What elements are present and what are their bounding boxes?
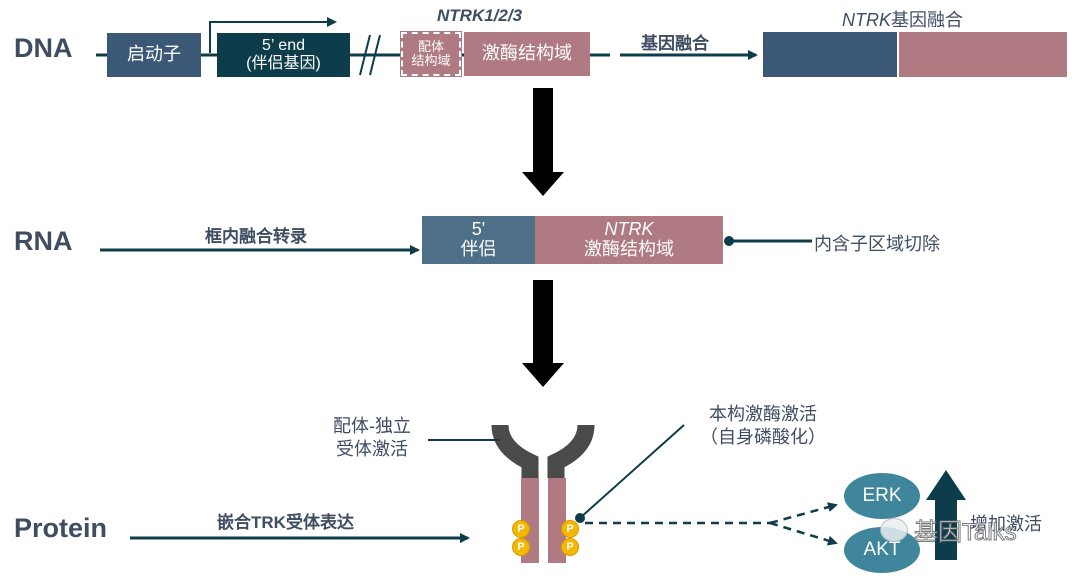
ligand-domain-box: 配体 结构域: [400, 31, 462, 77]
rna-ntrk-line2: 激酶结构域: [584, 239, 674, 259]
kinase-domain-label: 激酶结构域: [482, 43, 572, 64]
erk-node: ERK: [844, 473, 920, 519]
receptor-arm-left: [491, 424, 539, 478]
break-mark: [369, 34, 381, 76]
fusion-title-rest: 基因融合: [891, 10, 963, 30]
transcription-start-arrow: [209, 17, 337, 53]
phosphate-icon: P: [512, 520, 530, 538]
watermark-text: 基因Talks: [914, 519, 1018, 547]
phosphate-icon: P: [512, 538, 530, 556]
ligand-domain-line2: 结构域: [411, 53, 451, 68]
phosphate-icon: P: [561, 538, 579, 556]
constitutive-line1: 本构激酶激活: [709, 404, 817, 424]
rna-partner-line1: 5': [471, 219, 486, 240]
promoter-box: 启动子: [107, 33, 201, 77]
stage-label-rna: RNA: [14, 226, 73, 256]
ligand-independent-line2: 受体激活: [336, 438, 408, 459]
phosphate-icon: P: [561, 520, 579, 538]
constitutive-pointer: [579, 424, 685, 519]
fusion-title: NTRK基因融合: [842, 6, 963, 32]
rna-partner-line2: 伴侣: [460, 239, 497, 259]
transcription-label: 框内融合转录: [205, 227, 307, 246]
increase-activation-label: 增加激活: [970, 514, 1042, 534]
fusion-ntrk-block: [899, 32, 1067, 77]
partner-gene-label: (伴侣基因): [246, 55, 321, 72]
signal-to-akt: [769, 521, 838, 546]
ligand-independent-line1: 配体-独立: [333, 416, 411, 436]
constitutive-activation-label: 本构激酶激活 （自身磷酸化）: [700, 403, 826, 448]
watermark: 基因Talks: [880, 512, 1017, 547]
kinase-domain-box: 激酶结构域: [464, 32, 590, 76]
wechat-icon: [880, 517, 908, 542]
increase-up-arrow: [926, 470, 966, 560]
gene-fusion-label: 基因融合: [641, 34, 709, 53]
rna-ntrk-line1: NTRK: [604, 219, 654, 240]
stage-label-dna: DNA: [14, 33, 73, 63]
signal-to-erk: [769, 502, 838, 525]
ligand-domain-line1: 配体: [417, 38, 444, 54]
fusion-partner-block: [763, 32, 897, 77]
intron-excision-label: 内含子区域切除: [814, 234, 940, 254]
down-arrow-rna-protein: [522, 280, 564, 387]
ligand-independent-label: 配体-独立 受体激活: [333, 415, 411, 460]
promoter-label: 启动子: [127, 44, 181, 65]
receptor-arm-right: [547, 424, 595, 478]
five-end-label: 5’ end: [262, 37, 305, 55]
break-mark: [359, 34, 371, 76]
rna-ntrk-box: NTRK 激酶结构域: [535, 216, 723, 264]
rna-partner-box: 5' 伴侣: [422, 216, 535, 264]
fusion-title-ntrk: NTRK: [842, 10, 891, 30]
constitutive-dot: [575, 513, 585, 523]
ntrk-gene-title: NTRK1/2/3: [437, 6, 523, 25]
down-arrow-dna-rna: [522, 88, 564, 196]
stage-label-protein: Protein: [14, 513, 108, 543]
constitutive-line2: （自身磷酸化）: [700, 426, 826, 447]
expression-label: 嵌合TRK受体表达: [217, 513, 354, 532]
five-end-box: 5’ end (伴侣基因): [217, 33, 350, 77]
